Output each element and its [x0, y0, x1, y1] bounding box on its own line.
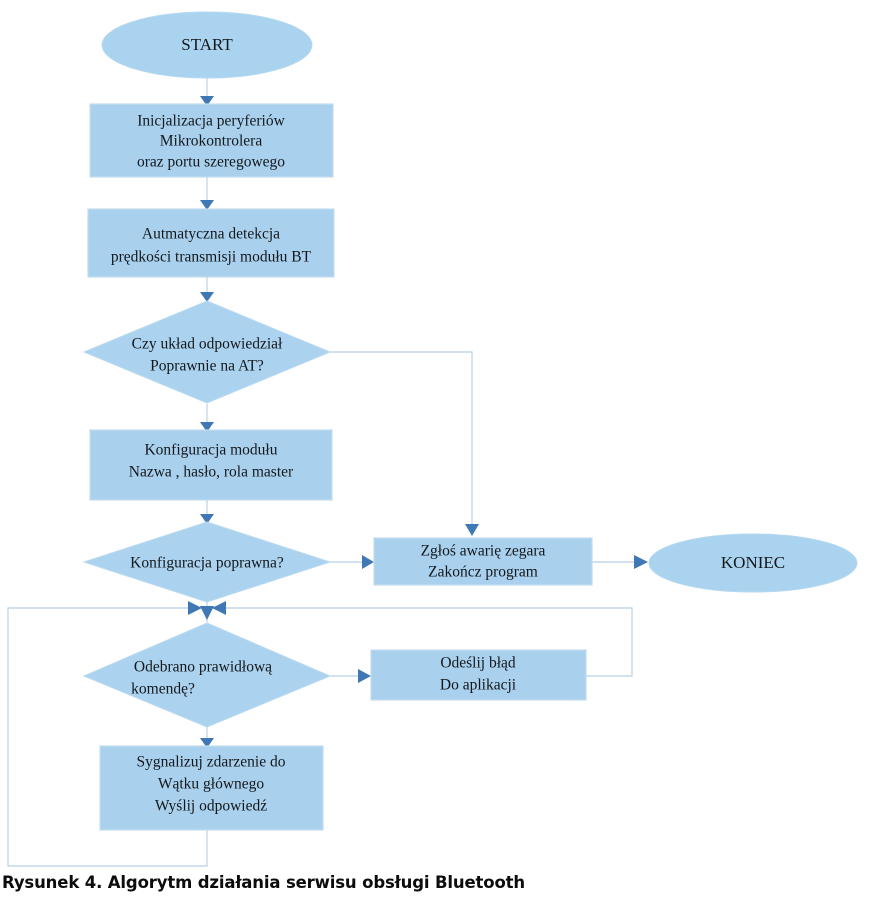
edge-configok-to-commandok	[200, 602, 214, 622]
send-error-label-line2: Do aplikacji	[440, 677, 517, 694]
node-command-ok[interactable]: Odebrano prawidłową komendę?	[82, 622, 332, 728]
node-signal-event[interactable]: Sygnalizuj zdarzenie do Wątku głównego W…	[99, 745, 324, 831]
check-at-label-line1: Czy układ odpowiedział	[132, 336, 283, 353]
signal-event-rect-shape	[99, 745, 324, 831]
edge-autodetect-to-checkat	[200, 277, 214, 302]
command-ok-label-line2: komendę?	[131, 681, 195, 698]
end-ellipse-shape	[648, 533, 858, 593]
node-autodetect[interactable]: Autmatyczna detekcja prędkości transmisj…	[87, 208, 335, 278]
node-start[interactable]: START	[101, 11, 313, 79]
signal-event-label-line3: Wyślij odpowiedź	[155, 798, 267, 815]
figure-caption-text: Rysunek 4. Algorytm działania serwisu ob…	[2, 872, 525, 892]
autodetect-label-line1: Autmatyczna detekcja	[142, 226, 280, 243]
config-ok-diamond-shape	[82, 521, 332, 603]
edge-layer	[7, 77, 648, 867]
node-configure[interactable]: Konfiguracja modułu Nazwa , hasło, rola …	[89, 429, 333, 501]
edge-checkat-to-reportfailure	[330, 351, 479, 536]
edge-commandok-to-senderror	[330, 669, 371, 683]
init-rect-shape	[89, 103, 334, 178]
send-error-rect-shape	[370, 649, 587, 701]
autodetect-rect-shape	[87, 208, 335, 278]
edge-senderror-loopback	[212, 601, 633, 677]
check-at-diamond-shape	[82, 300, 332, 404]
autodetect-label-line2: prędkości transmisji modułu BT	[111, 249, 312, 266]
signal-event-label-line2: Wątku głównego	[158, 776, 265, 793]
edge-configok-to-reportfailure	[330, 555, 374, 569]
start-ellipse-shape	[101, 11, 313, 79]
send-error-label-line1: Odeślij błąd	[440, 655, 516, 672]
end-label: KONIEC	[721, 553, 785, 572]
node-end[interactable]: KONIEC	[648, 533, 858, 593]
configure-label-line1: Konfiguracja modułu	[144, 442, 277, 459]
edge-reportfailure-to-end	[592, 555, 648, 569]
node-init[interactable]: Inicjalizacja peryferiów Mikrokontrolera…	[89, 103, 334, 178]
configure-rect-shape	[89, 429, 333, 501]
init-label-line3: oraz portu szeregowego	[137, 154, 285, 171]
node-check-at[interactable]: Czy układ odpowiedział Poprawnie na AT?	[82, 300, 332, 404]
node-config-ok[interactable]: Konfiguracja poprawna?	[82, 521, 332, 603]
start-label: START	[181, 35, 233, 54]
signal-event-label-line1: Sygnalizuj zdarzenie do	[137, 754, 286, 771]
init-label-line2: Mikrokontrolera	[160, 133, 263, 150]
edge-signalevent-loopback	[7, 601, 208, 867]
edge-checkat-to-configure	[200, 404, 214, 432]
figure-caption: Rysunek 4. Algorytm działania serwisu ob…	[0, 864, 885, 900]
flowchart-canvas: START Inicjalizacja peryferiów Mikrokont…	[7, 11, 858, 867]
report-failure-label-line2: Zakończ program	[428, 564, 538, 581]
node-send-error[interactable]: Odeślij błąd Do aplikacji	[370, 649, 587, 701]
configure-label-line2: Nazwa , hasło, rola master	[129, 464, 294, 481]
report-failure-label-line1: Zgłoś awarię zegara	[421, 543, 546, 560]
node-report-failure[interactable]: Zgłoś awarię zegara Zakończ program	[373, 537, 593, 586]
command-ok-diamond-shape	[82, 622, 332, 728]
edge-init-to-autodetect	[200, 177, 214, 210]
init-label-line1: Inicjalizacja peryferiów	[137, 113, 285, 130]
command-ok-label-line1: Odebrano prawidłową	[134, 659, 273, 676]
check-at-label-line2: Poprawnie na AT?	[150, 358, 264, 375]
edge-commandok-to-signalevent	[200, 724, 214, 748]
report-failure-rect-shape	[373, 537, 593, 586]
edge-start-to-init	[200, 77, 214, 106]
edge-configure-to-configok	[200, 500, 214, 524]
config-ok-label: Konfiguracja poprawna?	[130, 555, 284, 572]
